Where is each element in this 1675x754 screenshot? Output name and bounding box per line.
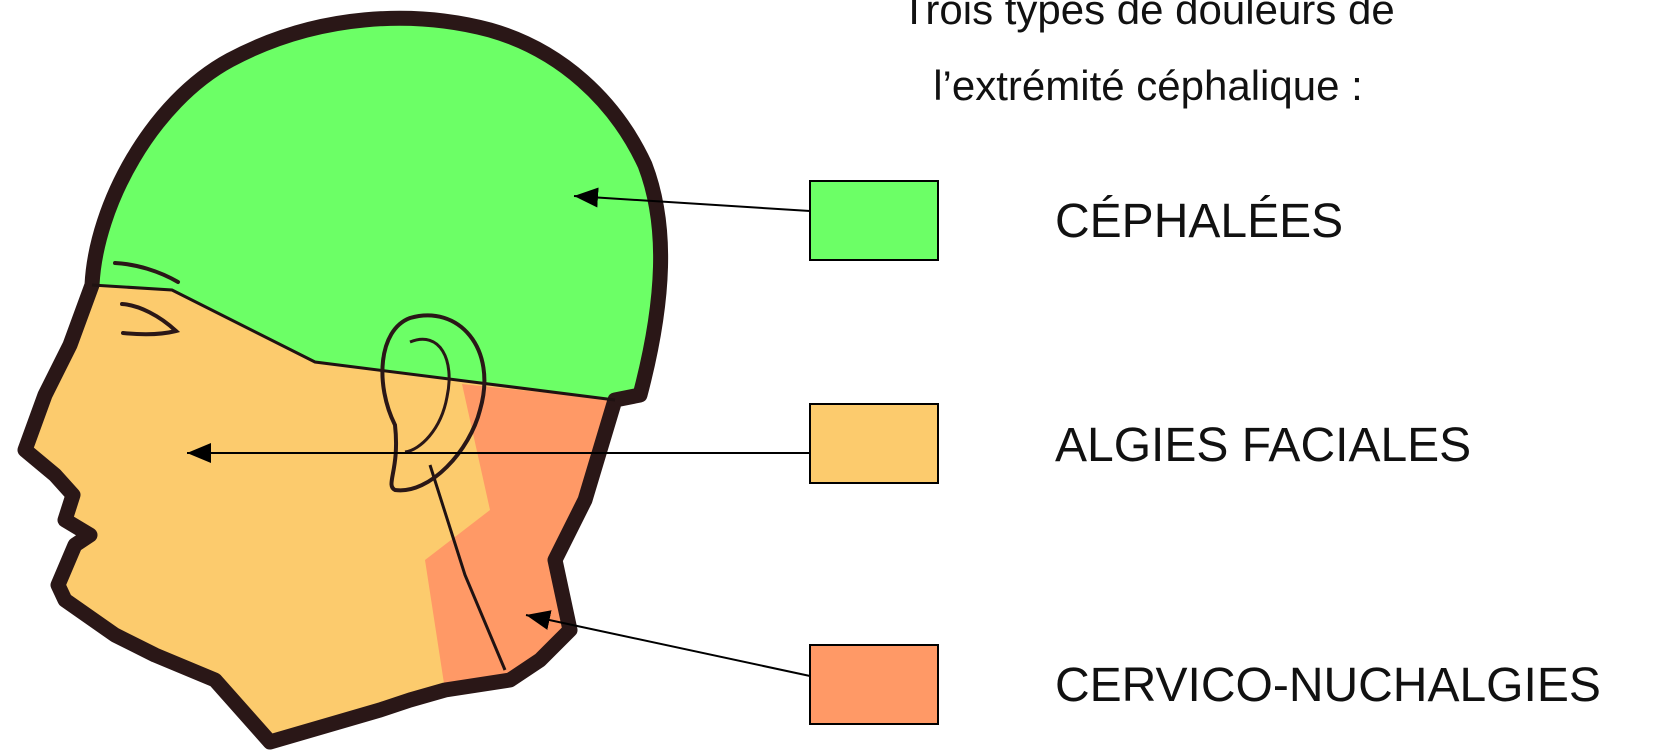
legend-label-algies-faciales: ALGIES FACIALES: [1055, 418, 1471, 474]
swatch-cervico-nuchalgies: [810, 645, 938, 724]
swatch-cephalees: [810, 181, 938, 260]
arrow-cervico-nuchalgies: [526, 615, 810, 676]
swatch-algies-faciales: [810, 404, 938, 483]
legend-label-cervico-nuchalgies: CERVICO-NUCHALGIES: [1055, 658, 1601, 714]
legend-swatches: [810, 181, 938, 724]
head-illustration: [25, 18, 661, 742]
legend-label-cephalees: CÉPHALÉES: [1055, 194, 1343, 250]
